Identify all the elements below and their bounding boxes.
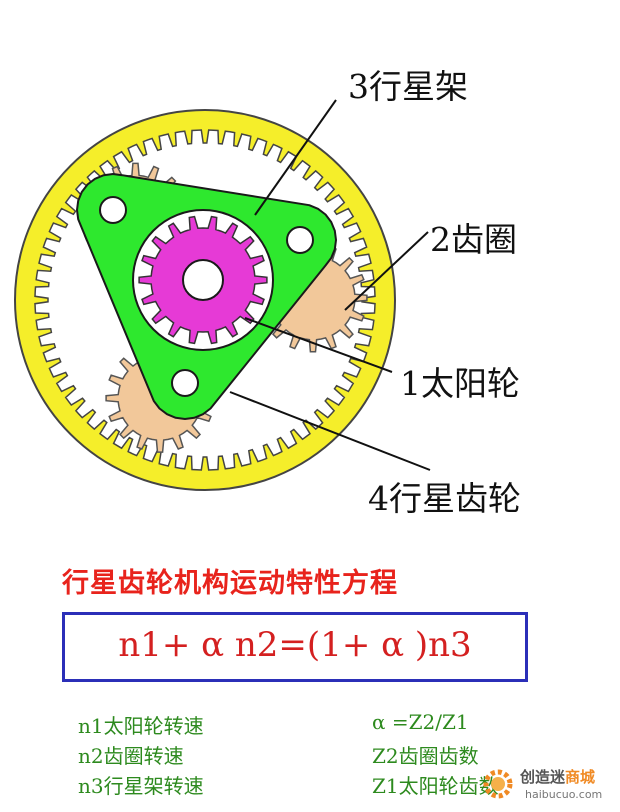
legend-z1: Z1太阳轮齿数 — [372, 774, 499, 798]
leader-line — [344, 231, 429, 311]
watermark-url: haibucuo.com — [525, 788, 603, 801]
carrier-pin-hole — [99, 196, 127, 224]
label-ring-gear: 2齿圈 — [430, 220, 517, 259]
label-planet-gear: 4行星齿轮 — [368, 479, 521, 518]
legend-n3: n3行星架转速 — [78, 774, 204, 798]
equation-text: n1+ α n2=(1+ α )n3 — [118, 625, 472, 665]
legend-n2: n2齿圈转速 — [78, 744, 184, 768]
carrier-pin-hole — [171, 369, 199, 397]
carrier-pin-hole — [286, 226, 314, 254]
legend-z2: Z2齿圈齿数 — [372, 744, 479, 768]
sun-gear-hub — [182, 259, 224, 301]
watermark-brand: 创造迷商城 — [520, 768, 596, 786]
leader-line — [244, 317, 393, 373]
label-carrier: 3行星架 — [348, 67, 468, 106]
leader-lines — [229, 99, 431, 471]
label-sun-gear: 1太阳轮 — [400, 364, 520, 403]
equation-box: n1+ α n2=(1+ α )n3 — [62, 612, 528, 682]
leader-line — [229, 391, 431, 471]
planetary-gear-diagram — [14, 99, 431, 491]
equation-title: 行星齿轮机构运动特性方程 — [62, 568, 398, 599]
watermark: 创造迷商城 haibucuo.com — [470, 762, 620, 812]
legend-n1: n1太阳轮转速 — [78, 714, 204, 738]
leader-line — [254, 99, 337, 216]
gear-logo-icon — [483, 769, 513, 799]
sun-gear — [132, 209, 274, 351]
legend-alpha: α =Z2/Z1 — [372, 710, 469, 734]
